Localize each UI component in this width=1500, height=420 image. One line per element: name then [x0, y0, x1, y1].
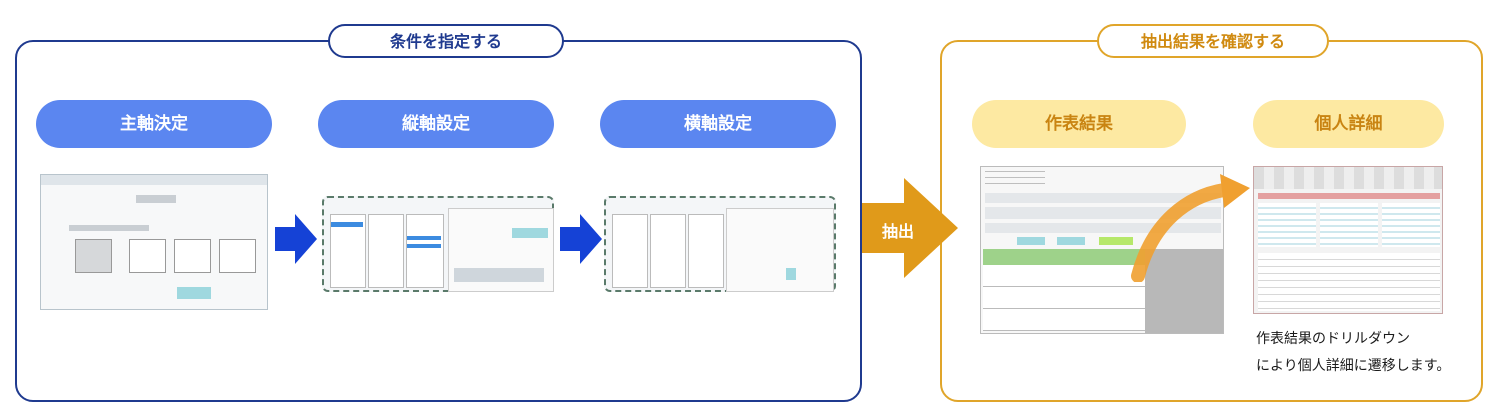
main-axis-screenshot: [40, 174, 268, 310]
drilldown-arrow-icon: [1131, 174, 1250, 282]
step-horizontal-axis: 横軸設定: [600, 100, 836, 148]
result-panel-title: 抽出結果を確認する: [1097, 24, 1329, 58]
note-line-2: により個人詳細に遷移します。: [1256, 358, 1451, 374]
horizontal-axis-screenshot: [604, 196, 836, 292]
result-detail-pill: 個人詳細: [1253, 100, 1444, 148]
condition-panel: 条件を指定する: [15, 24, 862, 402]
step-main-axis: 主軸決定: [36, 100, 272, 148]
extract-label: 抽出: [881, 222, 914, 241]
step-vertical-axis: 縦軸設定: [318, 100, 554, 148]
arrow-right-icon: [560, 214, 602, 264]
extract-arrow-icon: [862, 178, 958, 278]
vertical-axis-screenshot: [322, 196, 554, 292]
result-table-pill: 作表結果: [972, 100, 1186, 148]
table-result-screenshot: [980, 166, 1224, 334]
note-line-1: 作表結果のドリルダウン: [1256, 331, 1410, 347]
personal-detail-screenshot: [1253, 166, 1443, 314]
condition-panel-title: 条件を指定する: [328, 24, 564, 58]
arrow-right-icon: [275, 214, 317, 264]
